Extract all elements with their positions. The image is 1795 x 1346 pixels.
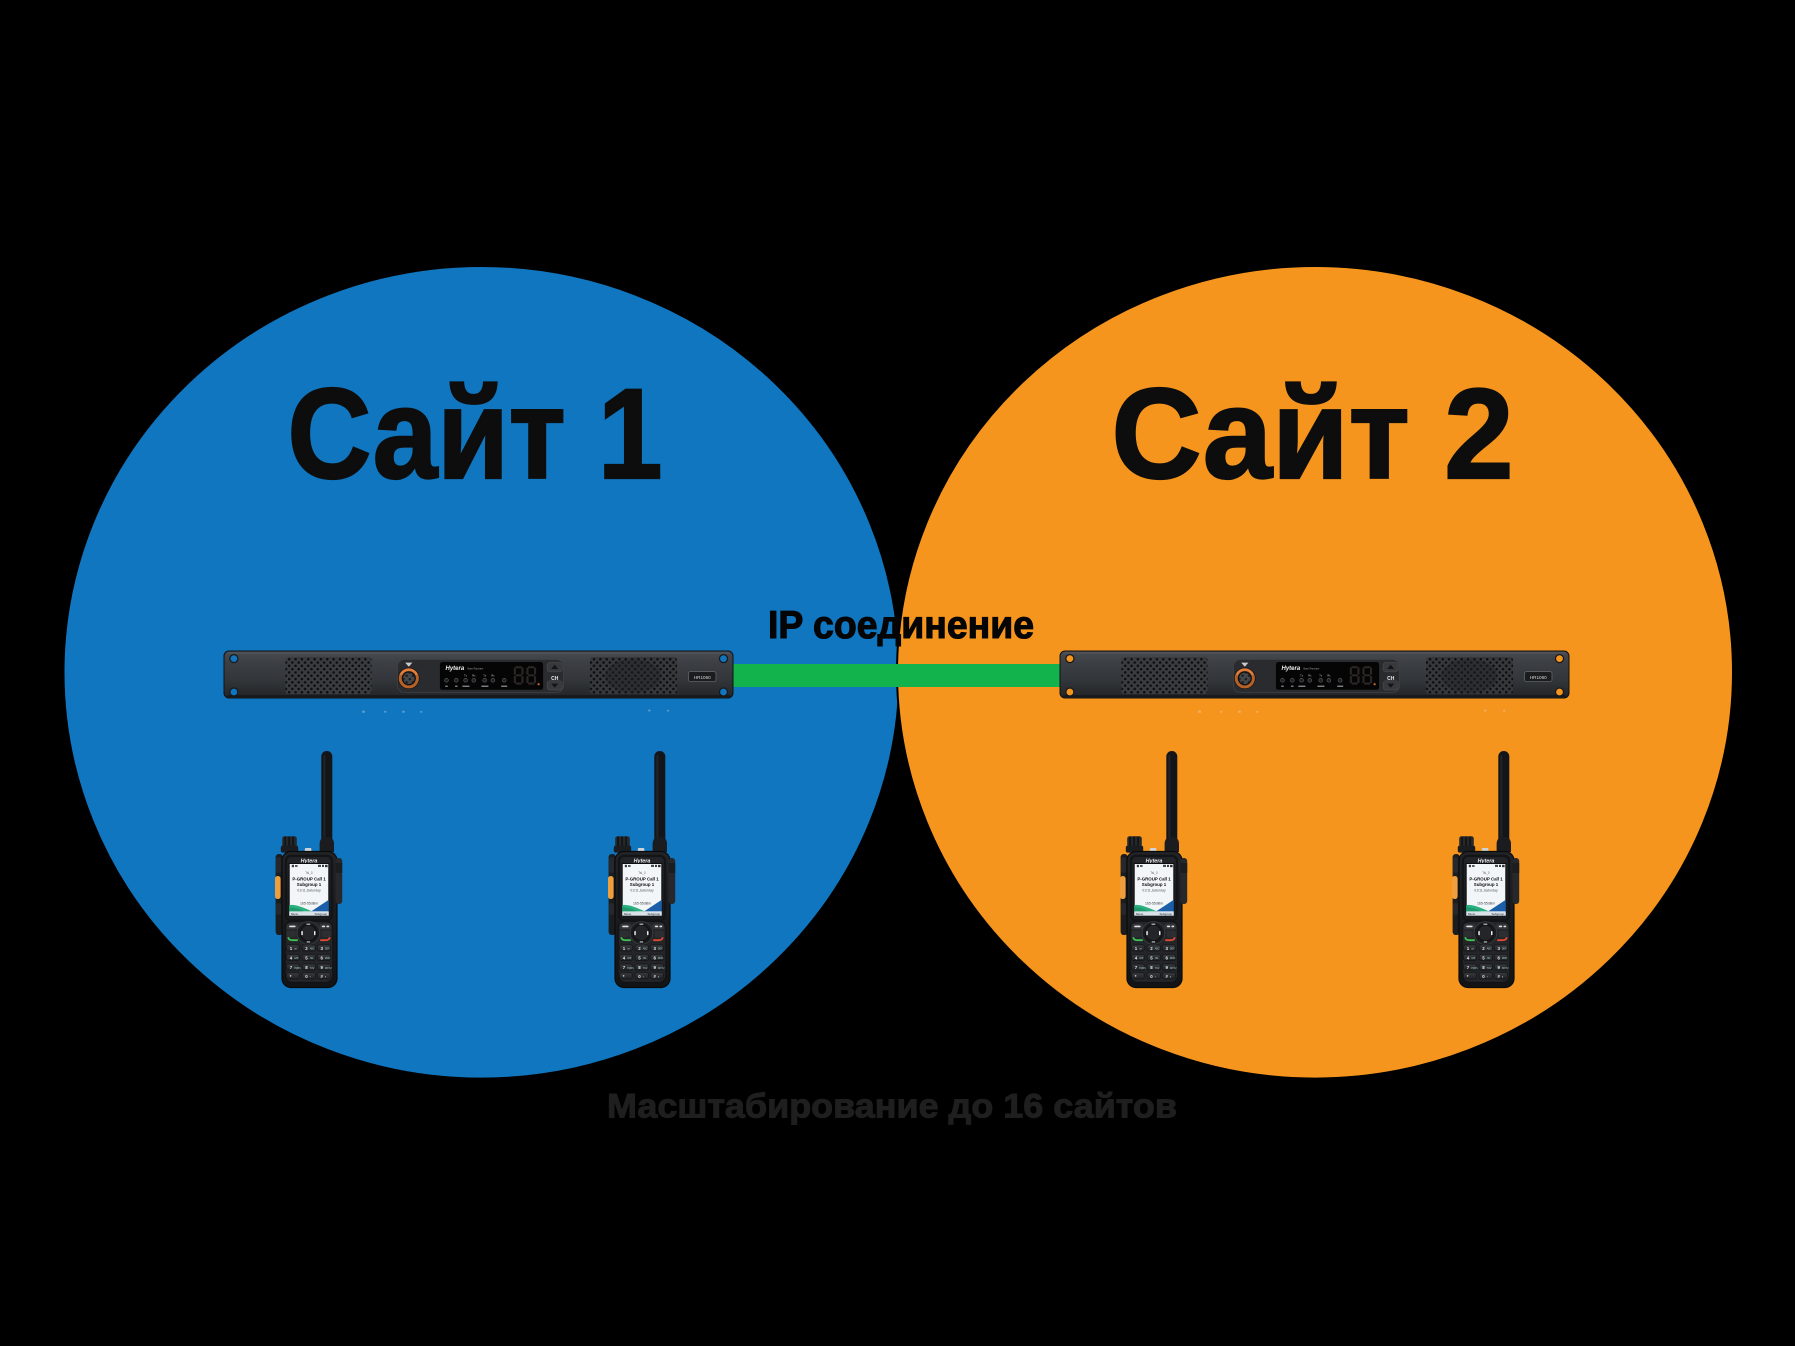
svg-text:Rx: Rx (1308, 673, 1312, 677)
svg-text:Tx: Tx (483, 673, 487, 677)
svg-text:Hytera: Hytera (1282, 666, 1301, 672)
svg-text:Tx: Tx (1319, 673, 1323, 677)
svg-text:CH: CH (551, 676, 559, 682)
svg-text:Tx: Tx (1300, 673, 1304, 677)
svg-text:HR1060: HR1060 (694, 675, 711, 680)
svg-text:Сайт 1: Сайт 1 (288, 363, 663, 506)
svg-text:Масштабирование до 16 сайтов: Масштабирование до 16 сайтов (607, 1088, 1177, 1126)
svg-text:Rx: Rx (1327, 673, 1331, 677)
svg-text:Base Repeater: Base Repeater (1304, 668, 1320, 671)
svg-text:Tx: Tx (464, 673, 468, 677)
svg-text:Rx: Rx (472, 673, 476, 677)
svg-text:Hytera: Hytera (446, 666, 465, 672)
svg-text:Сайт 2: Сайт 2 (1112, 363, 1514, 506)
svg-text:Rx: Rx (491, 673, 495, 677)
svg-text:Base Repeater: Base Repeater (468, 668, 484, 671)
svg-text:CH: CH (1387, 676, 1395, 682)
svg-text:IP соединение: IP соединение (768, 604, 1034, 647)
svg-text:HR1060: HR1060 (1530, 675, 1547, 680)
